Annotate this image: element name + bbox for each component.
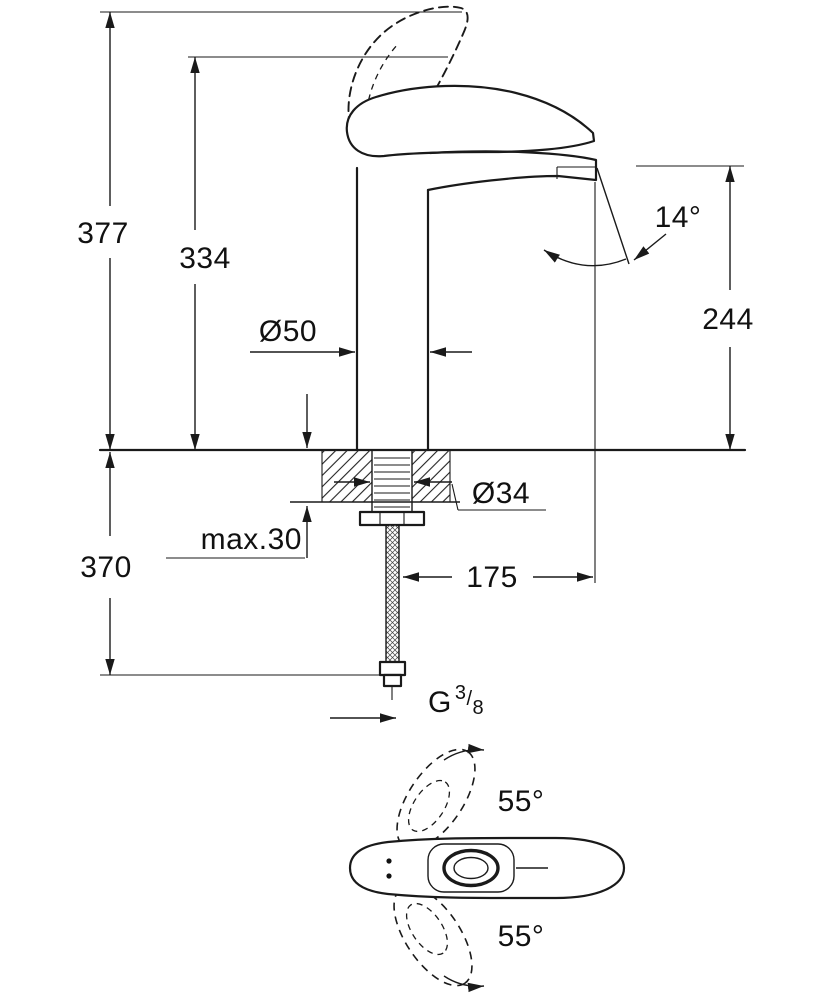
cartridge-ring-outer <box>442 848 500 888</box>
aerator-lines <box>556 166 596 179</box>
dim-total-height-377: 377 <box>77 11 462 450</box>
dim-370-label: 370 <box>80 551 132 584</box>
stream-direction-line <box>596 167 630 265</box>
deck-section <box>98 448 747 503</box>
handle-open-inner-line <box>365 43 399 123</box>
dim-spout-reach-175: 175 <box>403 561 593 594</box>
cartridge-ring-inner <box>453 856 489 880</box>
handle-rotated-down-inner <box>405 902 449 956</box>
swivel-arc-lower <box>443 975 485 993</box>
dim-334-label: 334 <box>179 242 231 275</box>
dim-244-label: 244 <box>702 303 754 336</box>
thread-denominator: 8 <box>473 697 485 719</box>
thread-letter: G <box>428 686 452 719</box>
handle-top-view: 55° 55° <box>348 743 626 993</box>
hose-end-tip <box>382 673 403 688</box>
dim-upper-height-334: 334 <box>179 56 448 450</box>
mounting-nut-facets <box>379 512 405 525</box>
dim-deck-thickness-max30: max.30 <box>166 394 312 559</box>
handle-plan-outline <box>348 836 626 900</box>
angle-arc <box>543 249 627 267</box>
dim-14deg-label: 14° <box>655 201 702 234</box>
shank-threads <box>374 457 410 508</box>
handle-outline <box>345 84 596 158</box>
dim-max30-label: max.30 <box>201 523 302 556</box>
dim-spout-angle-14: 14° <box>543 167 702 267</box>
indicator-dot-top <box>386 858 392 864</box>
dim-377-label: 377 <box>77 217 129 250</box>
hose-braid <box>386 525 399 662</box>
faucet-side-view <box>345 5 598 452</box>
leader-diagonal <box>451 483 459 511</box>
dim-body-diameter-50: Ø50 <box>250 315 472 357</box>
dim-175-label: 175 <box>466 561 518 594</box>
hose-end-nut <box>378 660 407 677</box>
handle-rotated-up-inner <box>407 779 451 833</box>
swivel-upper-label: 55° <box>498 785 545 818</box>
dim-hose-length-370: 370 <box>80 452 383 676</box>
supply-hose <box>378 525 407 700</box>
swivel-arc-upper <box>443 743 485 761</box>
dim-d34-label: Ø34 <box>472 477 530 510</box>
handle-rotated-down-outline <box>393 885 473 987</box>
dim-spout-height-244: 244 <box>636 165 754 450</box>
mounting-nut <box>358 510 426 527</box>
thread-slash: / <box>466 688 472 710</box>
cartridge-housing-outline <box>427 843 515 893</box>
spout-outline <box>426 150 598 192</box>
deck-hatch-right <box>412 450 450 502</box>
swivel-lower-label: 55° <box>498 920 545 953</box>
dim-d50-label: Ø50 <box>259 315 317 348</box>
thread-numerator: 3 <box>455 682 467 704</box>
dim-shank-diameter-34: Ø34 <box>334 477 546 511</box>
indicator-dot-bottom <box>386 873 392 879</box>
deck-hatch-left <box>322 450 372 502</box>
mounting-shank <box>358 450 426 527</box>
angle-leader <box>633 233 667 261</box>
